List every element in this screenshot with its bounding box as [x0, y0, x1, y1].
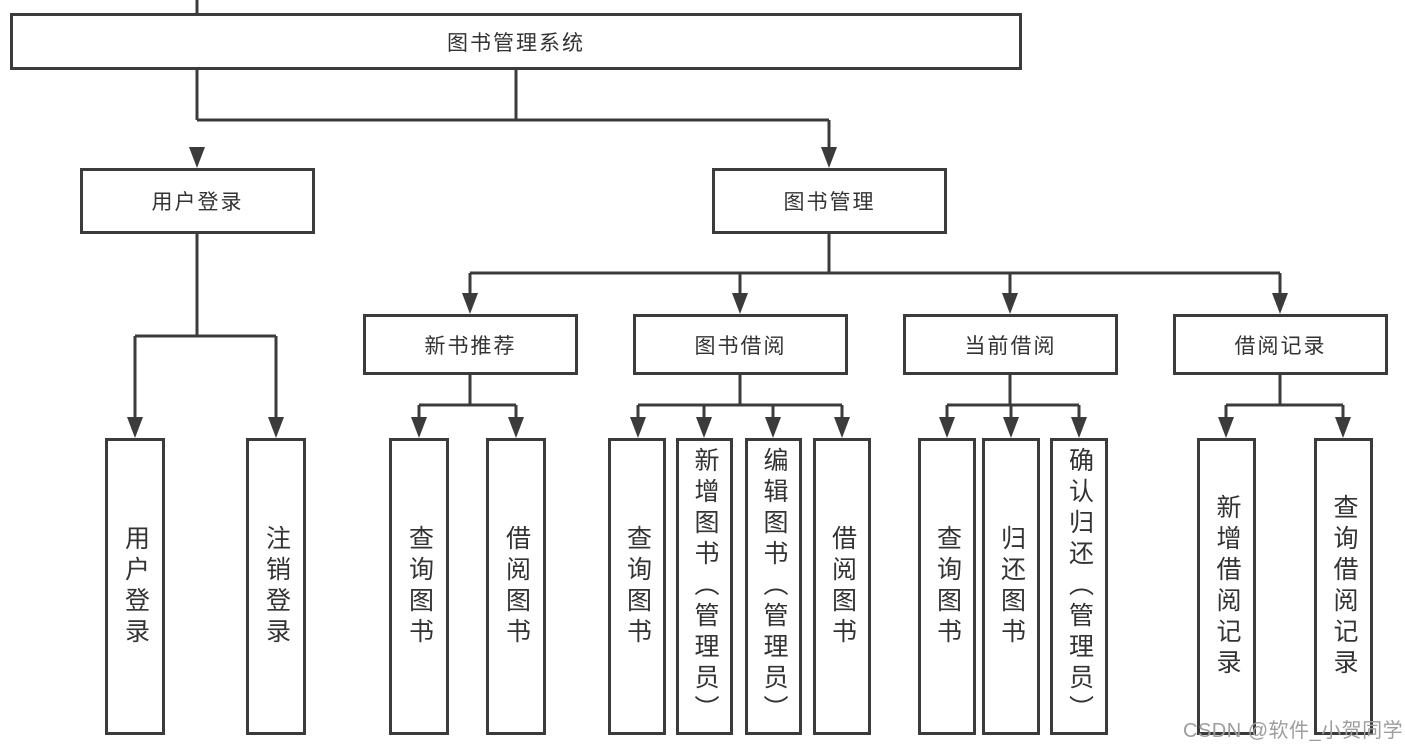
node-root-label: 图书管理系统: [447, 31, 585, 55]
leaf-add-books-admin: 新增图书（管理员）: [676, 438, 733, 735]
leaf-query-borrow-record: 查询借阅记录: [1314, 438, 1373, 735]
node-user-login-label: 用户登录: [151, 191, 244, 214]
node-current-borrowing-label: 当前借阅: [964, 334, 1057, 358]
leaf-user-login: 用户登录: [105, 438, 165, 735]
node-user-login: 用户登录: [80, 168, 315, 234]
node-borrowing-records: 借阅记录: [1173, 314, 1388, 375]
leaf-return-books: 归还图书: [982, 438, 1040, 735]
node-book-management: 图书管理: [712, 168, 947, 234]
leaf-logout-login: 注销登录: [246, 438, 306, 735]
node-book-management-label: 图书管理: [783, 191, 876, 214]
leaf-query-books-current: 查询图书: [918, 438, 976, 735]
leaf-add-borrow-record: 新增借阅记录: [1197, 438, 1256, 735]
leaf-confirm-return-admin: 确认归还（管理员）: [1050, 438, 1108, 735]
leaf-query-books-recommend: 查询图书: [389, 438, 449, 735]
node-current-borrowing: 当前借阅: [903, 314, 1118, 375]
node-new-book-recommendation: 新书推荐: [363, 314, 578, 375]
leaf-query-books-borrowing: 查询图书: [608, 438, 666, 735]
leaf-edit-books-admin: 编辑图书（管理员）: [745, 438, 802, 735]
node-book-borrowing: 图书借阅: [633, 314, 848, 375]
node-new-book-recommendation-label: 新书推荐: [424, 334, 517, 358]
leaf-borrow-books-borrowing: 借阅图书: [813, 438, 871, 735]
watermark-text: CSDN @软件_小贺同学: [1183, 720, 1404, 742]
leaf-borrow-books-recommend: 借阅图书: [486, 438, 546, 735]
node-book-borrowing-label: 图书借阅: [694, 334, 787, 358]
node-borrowing-records-label: 借阅记录: [1234, 334, 1327, 358]
node-root: 图书管理系统: [10, 13, 1022, 70]
